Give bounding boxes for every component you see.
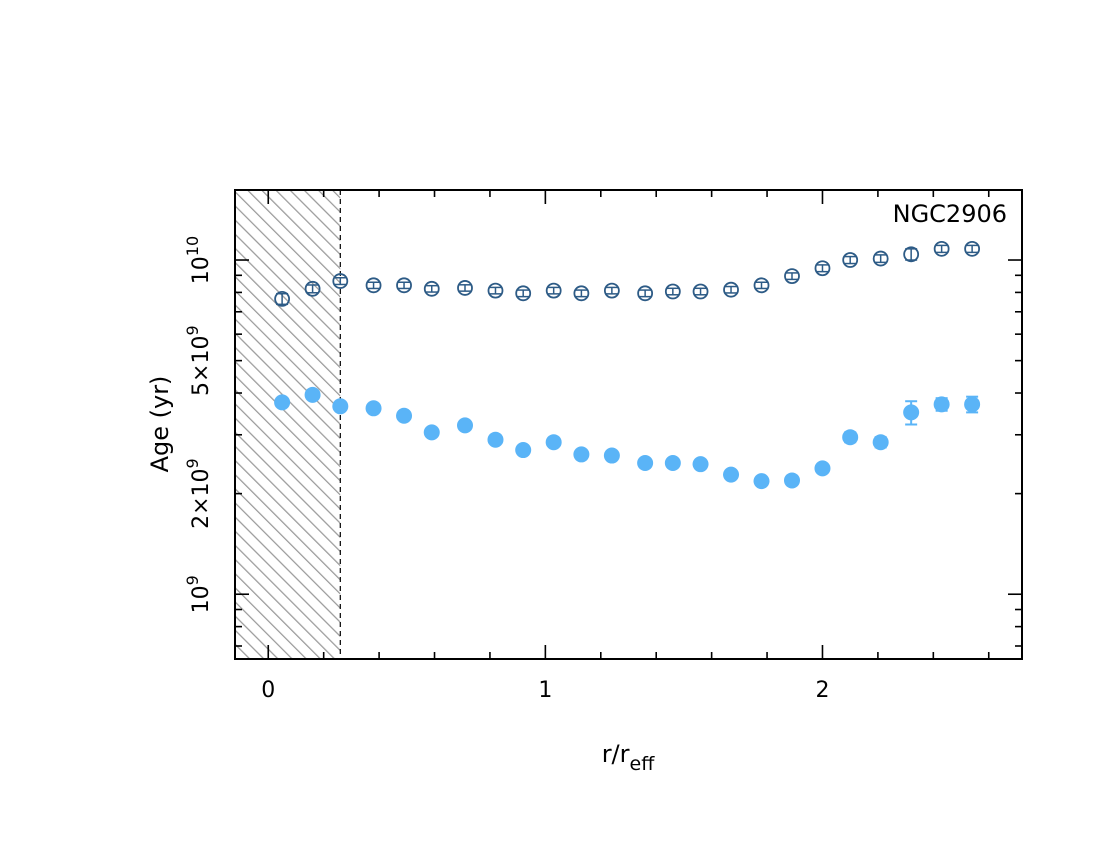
data-point xyxy=(423,280,440,297)
series-1 xyxy=(274,240,981,307)
x-axis-title: r/reff xyxy=(602,740,656,775)
y-tick-label: 2×109 xyxy=(183,458,214,529)
data-point xyxy=(753,473,770,490)
x-tick-label: 0 xyxy=(261,678,275,703)
galaxy-label: NGC2906 xyxy=(893,200,1007,228)
data-point xyxy=(814,460,831,477)
data-point xyxy=(545,434,562,451)
data-point xyxy=(304,280,321,297)
data-point xyxy=(664,283,681,300)
data-point xyxy=(692,283,709,300)
data-series xyxy=(274,240,981,490)
y-axis-title: Age (yr) xyxy=(146,376,174,473)
data-point xyxy=(842,429,859,446)
x-axis-title-main: r/r xyxy=(602,740,630,768)
data-point xyxy=(573,285,590,302)
y-tick-label-exponent: 9 xyxy=(183,575,202,585)
plot-frame xyxy=(234,189,1023,660)
y-tick-label-exponent: 9 xyxy=(183,325,202,335)
x-axis-title-subscript: eff xyxy=(630,753,656,775)
data-point xyxy=(603,282,620,299)
data-point xyxy=(274,394,291,411)
data-point xyxy=(872,434,889,451)
data-point xyxy=(783,472,800,489)
hatched-region xyxy=(235,190,341,659)
data-point xyxy=(664,454,681,471)
data-point xyxy=(332,398,349,415)
data-point xyxy=(274,291,291,307)
data-point xyxy=(396,407,413,424)
data-point xyxy=(457,417,474,434)
y-tick-label-base: 10 xyxy=(189,585,214,613)
data-point xyxy=(964,396,981,413)
y-tick-label: 1010 xyxy=(183,236,214,284)
data-point xyxy=(603,447,620,464)
data-point xyxy=(515,442,532,459)
data-point xyxy=(487,282,504,299)
data-point xyxy=(457,280,473,296)
data-point xyxy=(545,282,562,299)
data-point xyxy=(365,277,382,294)
data-point xyxy=(332,273,349,289)
data-point xyxy=(365,400,382,417)
excluded-region-layer xyxy=(235,190,341,659)
y-tick-label: 5×109 xyxy=(183,325,214,396)
data-point xyxy=(637,285,654,302)
data-point xyxy=(933,396,950,413)
data-point xyxy=(637,454,654,471)
x-tick-label: 1 xyxy=(538,678,552,703)
data-point xyxy=(423,424,440,441)
data-point xyxy=(304,386,321,403)
y-tick-label-exponent: 10 xyxy=(183,236,202,256)
y-tick-label-base: 5×10 xyxy=(189,336,214,396)
data-point xyxy=(903,404,920,421)
y-tick-label-exponent: 9 xyxy=(183,458,202,468)
y-tick-label: 109 xyxy=(183,575,214,613)
data-point xyxy=(487,431,504,448)
data-point xyxy=(814,260,831,277)
data-point xyxy=(396,277,412,294)
data-point xyxy=(573,446,590,463)
axis-ticks xyxy=(235,190,1022,659)
data-point xyxy=(964,240,981,257)
data-point xyxy=(753,277,770,294)
data-point xyxy=(723,281,739,298)
data-point xyxy=(723,466,740,483)
data-point xyxy=(903,246,920,263)
data-point xyxy=(784,268,800,285)
data-point xyxy=(842,252,859,268)
data-point xyxy=(515,285,532,302)
series-2 xyxy=(274,386,981,490)
data-point xyxy=(872,250,889,267)
y-tick-label-base: 2×10 xyxy=(189,468,214,528)
x-tick-label: 2 xyxy=(815,678,829,703)
data-point xyxy=(933,240,950,257)
y-tick-label-base: 10 xyxy=(189,256,214,284)
data-point xyxy=(692,456,709,473)
